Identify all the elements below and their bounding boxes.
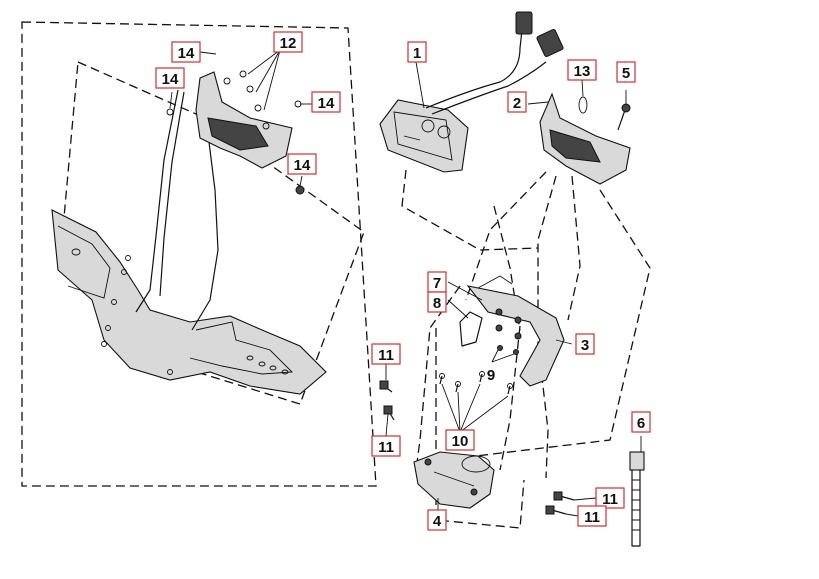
svg-text:7: 7 [433, 275, 441, 292]
svg-text:12: 12 [280, 35, 297, 52]
svg-text:5: 5 [622, 65, 630, 82]
stay-bracket [439, 275, 565, 395]
svg-text:11: 11 [584, 509, 600, 526]
callout-11d: 11 [577, 505, 607, 527]
callout-11c: 11 [595, 487, 625, 509]
callout-1: 1 [407, 41, 427, 63]
callout-8: 8 [427, 291, 447, 313]
lower-bracket [413, 451, 495, 509]
svg-text:14: 14 [162, 71, 179, 88]
svg-text:6: 6 [637, 415, 645, 432]
instrument-cluster [379, 11, 564, 173]
callout-11a: 11 [371, 343, 401, 365]
svg-text:11: 11 [378, 347, 394, 364]
svg-text:9: 9 [487, 367, 495, 384]
meter-bracket [539, 92, 631, 185]
svg-text:14: 14 [178, 45, 195, 62]
svg-text:14: 14 [294, 157, 311, 174]
callout-2: 2 [507, 91, 527, 113]
svg-text:10: 10 [452, 433, 469, 450]
callout-leaders [169, 49, 642, 517]
callout-10: 10 [445, 429, 475, 451]
cable-tie [629, 451, 645, 547]
svg-text:14: 14 [318, 95, 335, 112]
callout-9: 9 [487, 367, 495, 384]
callout-6: 6 [631, 411, 651, 433]
callout-14a: 14 [171, 41, 201, 63]
callout-5: 5 [616, 61, 636, 83]
callout-4: 4 [427, 509, 447, 531]
callout-13: 13 [567, 59, 597, 81]
callout-14b: 14 [155, 67, 185, 89]
svg-text:4: 4 [433, 513, 442, 530]
svg-text:3: 3 [581, 337, 589, 354]
cowl-panel-left [51, 61, 365, 405]
callout-11b: 11 [371, 435, 401, 457]
callout-7: 7 [427, 271, 447, 293]
svg-text:1: 1 [413, 45, 421, 62]
callout-14c: 14 [311, 91, 341, 113]
callout-14d: 14 [287, 153, 317, 175]
svg-text:11: 11 [378, 439, 394, 456]
subassembly-frame [21, 21, 377, 487]
callout-3: 3 [575, 333, 595, 355]
svg-text:11: 11 [602, 491, 618, 508]
svg-text:8: 8 [433, 295, 441, 312]
svg-text:2: 2 [513, 95, 521, 112]
callout-12: 12 [273, 31, 303, 53]
svg-text:13: 13 [574, 63, 591, 80]
